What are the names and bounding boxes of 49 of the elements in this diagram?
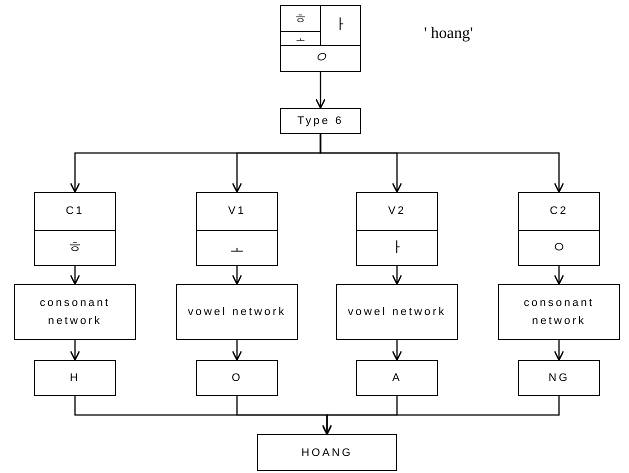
node-label: A [392,371,402,386]
process-box [336,284,458,340]
process-box [498,284,620,340]
node-label: consonant network [522,296,596,329]
node-label: V1 [228,204,246,220]
process-box [176,284,298,340]
arrow [70,266,80,285]
node-label: HOANG [301,446,353,460]
hangul-letter: ㅏ [390,238,404,258]
process-box [518,192,600,266]
arrow [70,340,80,361]
hangul-letter: ㅗ [230,238,244,258]
arrow [392,340,402,361]
hangul-letter: ㅎ [68,238,82,258]
romanization-label: ' hoang' [424,24,473,44]
process-box [356,192,438,266]
node-label: vowel network [188,305,286,320]
process-box [196,192,278,266]
arrow [232,266,242,285]
syllable-block [280,5,361,72]
process-box [196,360,278,396]
process-box [34,192,116,266]
node-label: NG [548,371,570,386]
node-label: vowel network [348,305,446,320]
arrow [232,340,242,361]
arrow [320,134,564,193]
node-label: consonant network [38,296,112,329]
process-box [356,360,438,396]
node-label: V2 [388,204,406,220]
hangul-letter: ㅇ [552,238,566,258]
hangul-letter: ㅏ [332,15,348,36]
node-label: C2 [550,204,568,220]
process-box [257,434,397,471]
arrow [554,266,564,285]
process-box [280,108,361,134]
process-box [14,284,136,340]
arrow [315,72,326,109]
node-label: C1 [66,204,84,220]
hangul-letter: ㅎ [294,10,307,28]
process-box [34,360,116,396]
node-label: O [232,371,242,386]
arrow [322,396,560,435]
arrow [554,340,564,361]
arrow [392,266,402,285]
hangul-letter: ㅇ [313,48,328,68]
process-box [518,360,600,396]
hangul-letter: ㅗ [295,34,306,44]
node-label: H [70,371,80,386]
node-label: Type 6 [297,114,344,129]
